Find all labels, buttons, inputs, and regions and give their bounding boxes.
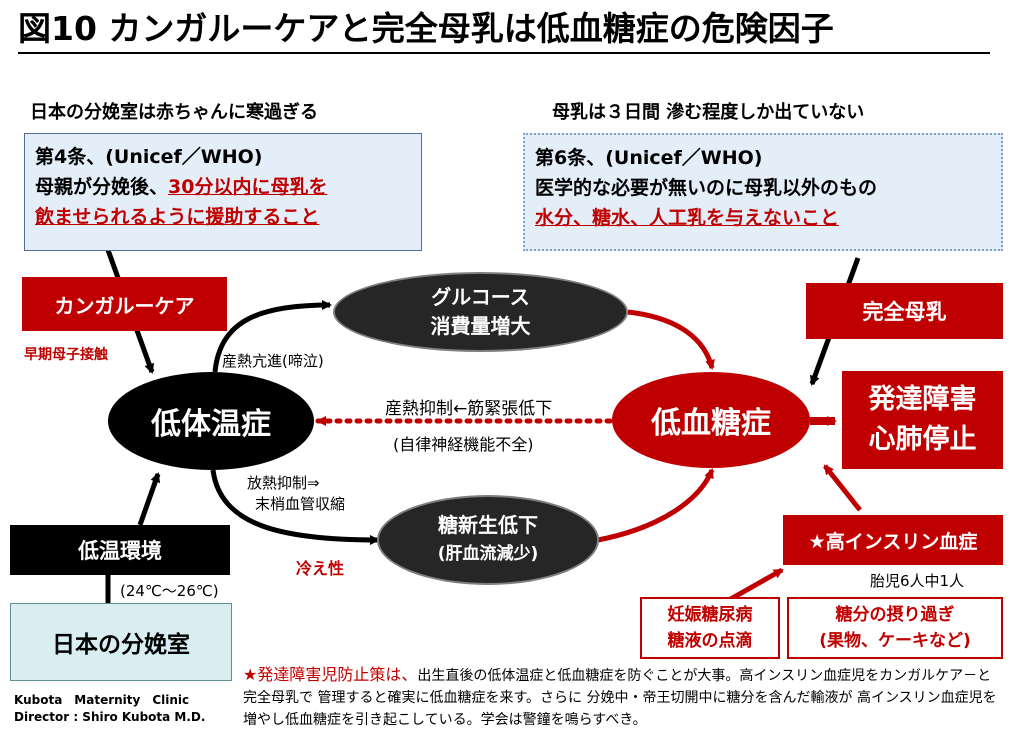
gestational-box: 妊娠糖尿病 糖液の点滴	[640, 597, 780, 659]
arrow-gluconeogenesis-to-hypoglycemia	[597, 468, 715, 543]
prevention-note-text: 出生直後の低体温症と低血糖症を防ぐことが大事。高インスリン血症児をカンガルケア－…	[243, 668, 997, 728]
exclusive-breastfeeding-label: 完全母乳	[806, 283, 1003, 339]
fetus-ratio-label: 胎児6人中1人	[870, 572, 965, 590]
article6-box: 第6条、(Unicef／WHO) 医学的な必要が無いのに母乳以外のもの 水分、糖…	[523, 133, 1003, 251]
prevention-note-lead: ★発達障害児防止策は、	[243, 665, 418, 684]
page-title: 図10 カンガルーケアと完全母乳は低血糖症の危険因子	[18, 9, 834, 48]
early-contact-label: 早期母子接触	[24, 347, 108, 363]
arrow-hyperinsulinism-to-hypoglycemia	[823, 464, 862, 512]
hypothermia-ellipse: 低体温症	[108, 372, 314, 470]
delivery-room-box: 日本の分娩室	[10, 603, 232, 681]
kangaroo-care-label: カンガルーケア	[22, 277, 227, 331]
right-heading: 母乳は３日間 滲む程度しか出ていない	[552, 102, 865, 123]
arrow-hypothermia-to-gluconeogenesis	[210, 469, 380, 545]
outcome-box: 発達障害 心肺停止	[842, 371, 1003, 469]
heat-release-label-2: 末梢血管収縮	[255, 495, 346, 513]
cold-label: 冷え性	[296, 559, 345, 578]
arrow-glucose-to-hypoglycemia	[627, 309, 715, 370]
arrow-hypothermia-to-glucose	[212, 300, 332, 373]
low-temp-env-label: 低温環境	[10, 525, 230, 575]
autonomic-label: (自律神経機能不全)	[393, 435, 534, 454]
title-rule	[18, 52, 990, 54]
heat-release-label-1: 放熱抑制⇒	[247, 474, 320, 492]
article4-emphasis2: 飲ませられるように援助すること	[35, 206, 320, 228]
thermogenesis-label: 産熱亢進(啼泣)	[222, 352, 324, 370]
hyperinsulinism-label: ★高インスリン血症	[783, 515, 1003, 565]
hypoglycemia-ellipse: 低血糖症	[612, 372, 810, 468]
arrow-low-temp-to-hypothermia	[137, 472, 161, 526]
glucose-consumption-ellipse: グルコース 消費量増大	[333, 272, 628, 352]
article6-line2: 医学的な必要が無いのに母乳以外のもの	[535, 177, 878, 199]
suppression-label: 産熱抑制←筋緊張低下	[385, 399, 553, 419]
prevention-note: ★発達障害児防止策は、出生直後の低体温症と低血糖症を防ぐことが大事。高インスリン…	[243, 664, 1003, 732]
article6-line1: 第6条、(Unicef／WHO)	[535, 147, 763, 169]
article4-line1: 第4条、(Unicef／WHO)	[35, 146, 263, 168]
gluconeogenesis-ellipse: 糖新生低下 (肝血流減少)	[377, 495, 599, 585]
temp-range-label: (24℃～26℃)	[120, 582, 219, 600]
article6-emphasis: 水分、糖水、人工乳を与えないこと	[535, 207, 840, 229]
article4-emphasis1: 30分以内に母乳を	[168, 176, 328, 198]
article4-box: 第4条、(Unicef／WHO) 母親が分娩後、30分以内に母乳を 飲ませられる…	[24, 133, 422, 251]
credit-block: Kubota Maternity Clinic Director : Shiro…	[14, 693, 206, 724]
article4-line2: 母親が分娩後、30分以内に母乳を	[35, 176, 328, 198]
left-heading: 日本の分娩室は赤ちゃんに寒過ぎる	[30, 102, 318, 123]
sugar-intake-box: 糖分の摂り過ぎ (果物、ケーキなど)	[787, 597, 1003, 659]
